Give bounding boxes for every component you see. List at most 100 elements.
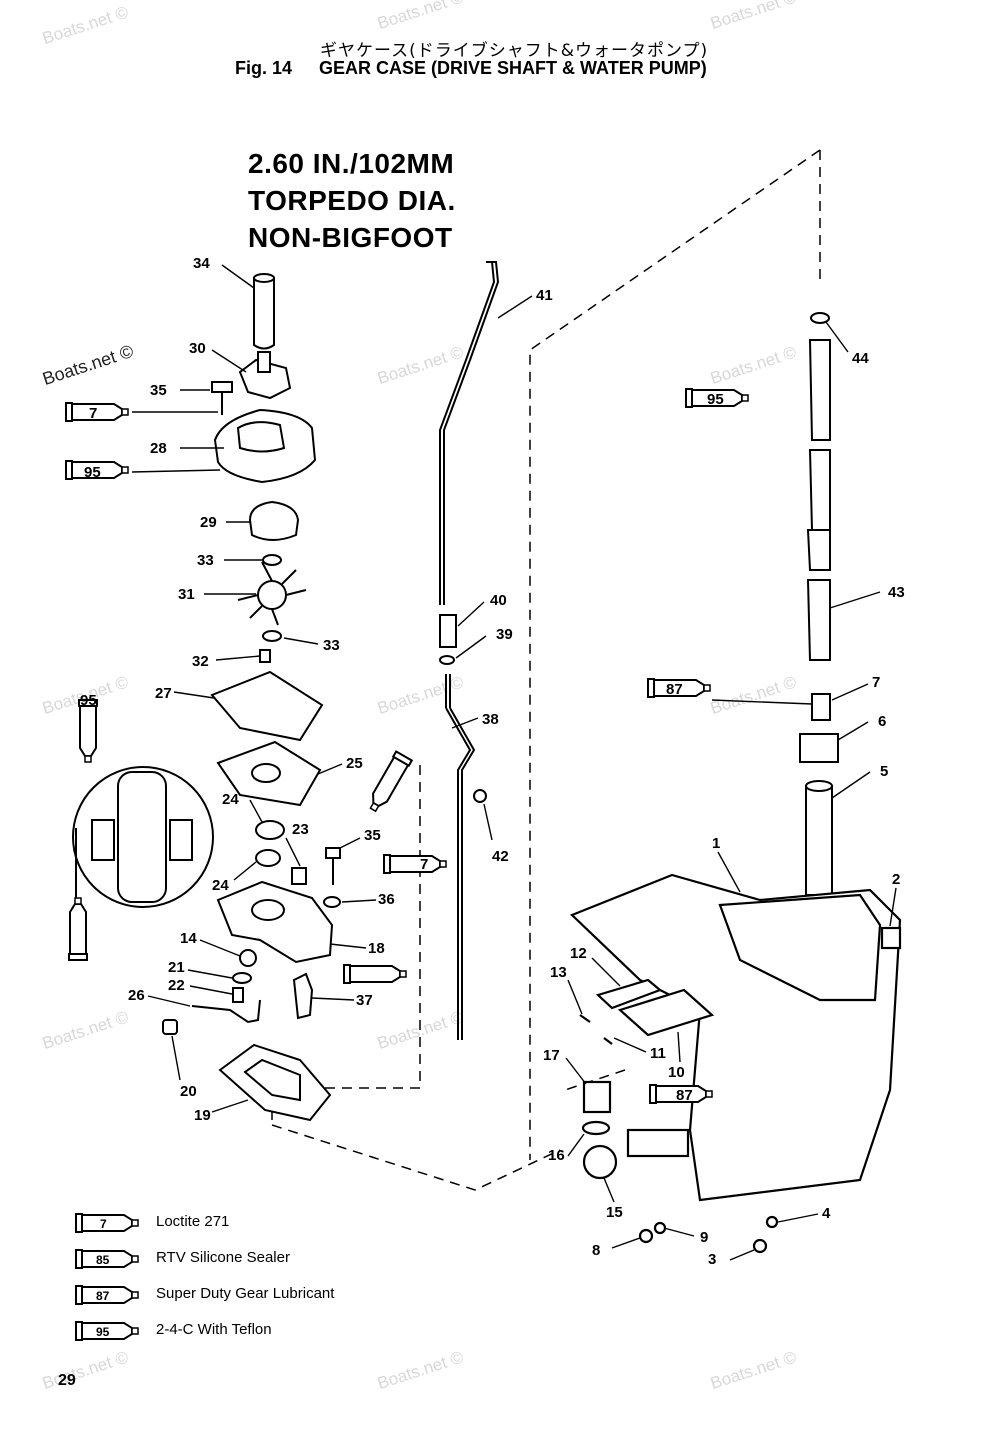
part-14 <box>239 949 257 967</box>
figure-number: Fig. 14 <box>235 58 293 78</box>
legend-label-gear-lube: Super Duty Gear Lubricant <box>156 1285 335 1302</box>
legend-code: 95 <box>96 1325 110 1339</box>
part-41 <box>443 261 500 605</box>
callout: 27 <box>155 685 172 702</box>
callout: 21 <box>168 959 185 976</box>
callout: 34 <box>193 255 210 272</box>
callout: 28 <box>150 440 167 457</box>
detail-box <box>626 1128 690 1158</box>
part-36 <box>323 896 341 908</box>
callout: 16 <box>548 1147 565 1164</box>
part-38 <box>445 674 451 708</box>
page-number: 29 <box>58 1372 76 1389</box>
leader-lines <box>131 264 897 1261</box>
callout: 6 <box>878 713 886 730</box>
legend-codes: 7 85 87 95 <box>96 1217 110 1339</box>
callout: 9 <box>700 1229 708 1246</box>
callout: 8 <box>592 1242 600 1259</box>
callout: 10 <box>668 1064 685 1081</box>
callout: 26 <box>128 987 145 1004</box>
callout: 87 <box>676 1087 693 1104</box>
tube-icon <box>383 854 447 874</box>
part-34 <box>253 277 275 350</box>
part-7 <box>811 693 831 721</box>
part-18 <box>216 880 334 964</box>
callout: 17 <box>543 1047 560 1064</box>
callout: 14 <box>180 930 197 947</box>
callout: 95 <box>707 391 724 408</box>
part-23 <box>291 867 307 885</box>
tube-icon <box>78 699 98 763</box>
part-40 <box>439 614 457 648</box>
part-22 <box>232 987 244 1003</box>
callout: 41 <box>536 287 553 304</box>
figure-title: Fig. 14 GEAR CASE (DRIVE SHAFT & WATER P… <box>235 58 707 79</box>
part-26 <box>191 999 261 1024</box>
callout: 1 <box>712 835 720 852</box>
figure-title-text: GEAR CASE (DRIVE SHAFT & WATER PUMP) <box>319 58 707 78</box>
part-42 <box>473 789 487 803</box>
part-5 <box>805 785 833 896</box>
part-24b <box>255 849 281 867</box>
tube-icon <box>364 750 413 816</box>
spec-diameter: 2.60 IN./102MM <box>248 148 455 179</box>
part-35 <box>211 381 233 393</box>
assembly-guide-lines <box>271 149 821 1191</box>
part-19 <box>218 1043 332 1122</box>
part-44 <box>810 312 830 324</box>
part-27 <box>210 670 324 742</box>
part-21 <box>232 972 252 984</box>
legend-label-rtv: RTV Silicone Sealer <box>156 1249 290 1266</box>
callout: 87 <box>666 681 683 698</box>
callout: 23 <box>292 821 309 838</box>
callout: 37 <box>356 992 373 1009</box>
part-33b <box>262 630 282 642</box>
tube-icon <box>68 897 88 961</box>
part-17 <box>582 1080 612 1114</box>
part-20 <box>162 1019 178 1035</box>
callout: 44 <box>852 350 869 367</box>
part-24a <box>255 820 285 840</box>
part-29 <box>248 500 300 541</box>
legend-label-loctite: Loctite 271 <box>156 1213 230 1230</box>
part-6 <box>799 733 839 763</box>
part-43 <box>806 579 831 661</box>
part-12 <box>595 978 663 1010</box>
part-32 <box>259 649 271 663</box>
callout: 20 <box>180 1083 197 1100</box>
callout: 18 <box>368 940 385 957</box>
spec-torpedo: TORPEDO DIA. <box>248 185 456 216</box>
callout: 19 <box>194 1107 211 1124</box>
callout: 2 <box>892 871 900 888</box>
callout: 3 <box>708 1251 716 1268</box>
callout: 32 <box>192 653 209 670</box>
part-31 <box>237 561 307 626</box>
callout: 43 <box>888 584 905 601</box>
tube-icon <box>75 1213 139 1233</box>
part-10 <box>617 988 715 1037</box>
part-15 <box>582 1144 618 1180</box>
part-39 <box>439 655 455 665</box>
part-43a <box>808 339 831 441</box>
tube-icon <box>343 964 407 984</box>
part-16 <box>581 1120 611 1136</box>
callout-labels: 34 30 35 7 28 95 29 33 31 33 32 27 95 25… <box>80 255 905 1268</box>
callout: 40 <box>490 592 507 609</box>
spec-model: NON-BIGFOOT <box>248 222 453 253</box>
legend-code: 7 <box>100 1217 107 1231</box>
part-1 <box>570 873 902 1202</box>
callout: 4 <box>822 1205 831 1222</box>
gear-case-housing <box>570 873 902 1254</box>
part-9 <box>653 1221 667 1235</box>
callout: 11 <box>650 1045 666 1062</box>
callout: 35 <box>150 382 167 399</box>
callout: 95 <box>84 464 101 481</box>
part-3 <box>752 1238 768 1254</box>
callout: 30 <box>189 340 206 357</box>
callout: 24 <box>222 791 239 808</box>
callout: 25 <box>346 755 363 772</box>
callout: 15 <box>606 1204 623 1221</box>
drive-shaft-parts <box>799 312 839 896</box>
water-pump-parts <box>162 273 341 1122</box>
callout: 39 <box>496 626 513 643</box>
